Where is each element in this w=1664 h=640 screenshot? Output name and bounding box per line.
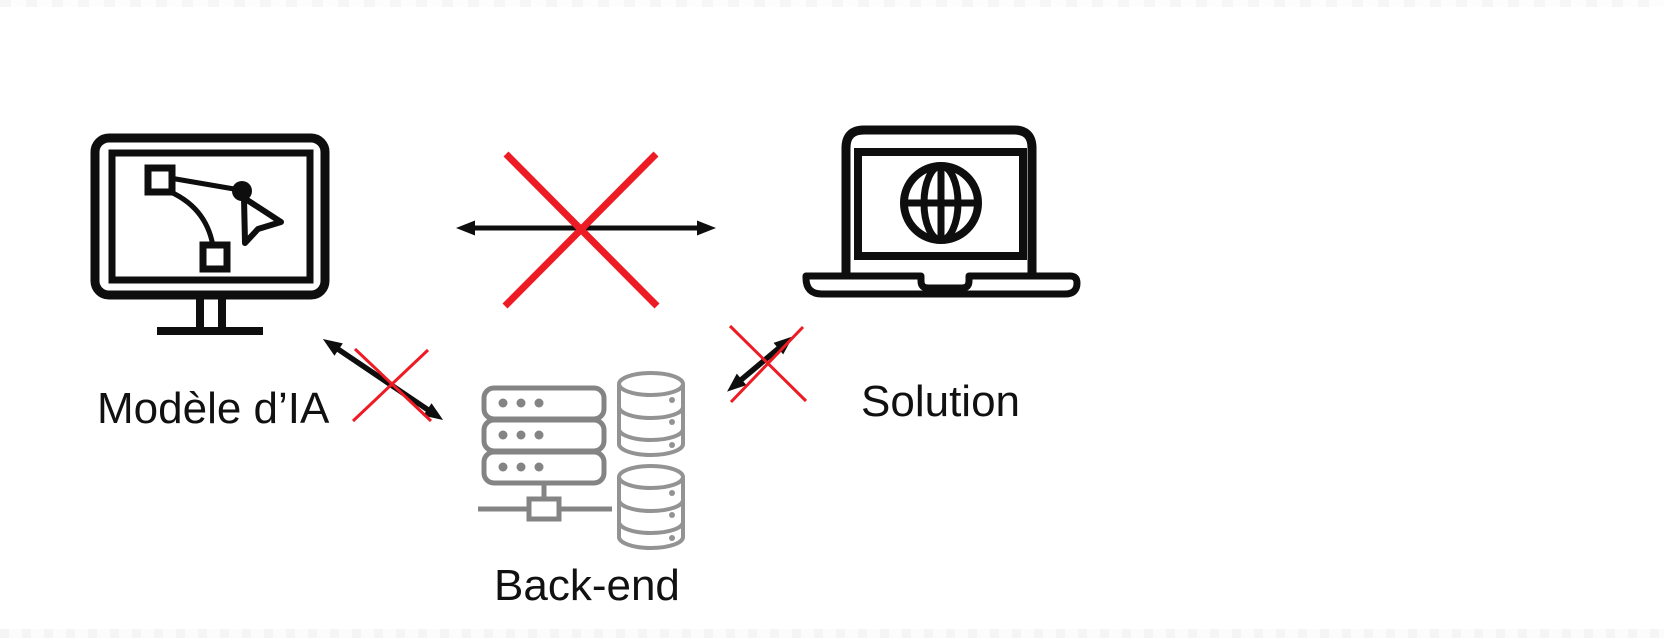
network-node-box bbox=[526, 496, 562, 522]
label-back-end: Back-end bbox=[494, 561, 680, 610]
arrow-backend-solution bbox=[727, 336, 793, 392]
label-solution: Solution bbox=[861, 377, 1021, 426]
arrow-model-backend bbox=[322, 338, 444, 421]
cross-model-solution bbox=[502, 151, 660, 309]
ai-model-monitor-icon bbox=[90, 133, 330, 335]
backend-server-icon bbox=[478, 385, 612, 522]
cursor-icon bbox=[241, 195, 284, 246]
laptop-base bbox=[802, 272, 1081, 298]
control-point-dot bbox=[232, 181, 252, 201]
bottom-edge-artifact bbox=[0, 629, 1664, 638]
anchor-node-bottom bbox=[199, 241, 231, 273]
globe-icon bbox=[900, 162, 982, 244]
database-cylinder-top bbox=[617, 371, 685, 457]
label-ai-model: Modèle d’IA bbox=[97, 384, 330, 433]
server-leds bbox=[498, 398, 544, 472]
cross-backend-solution bbox=[728, 324, 808, 404]
database-cylinder-bottom bbox=[617, 464, 685, 550]
cross-model-backend bbox=[351, 347, 433, 423]
bezier-handle-line bbox=[169, 175, 241, 193]
monitor-stand bbox=[196, 294, 226, 329]
anchor-node-top bbox=[144, 164, 176, 196]
top-edge-artifact bbox=[0, 0, 1664, 7]
backend-database-icons bbox=[617, 371, 685, 550]
solution-laptop-icon bbox=[802, 125, 1081, 298]
